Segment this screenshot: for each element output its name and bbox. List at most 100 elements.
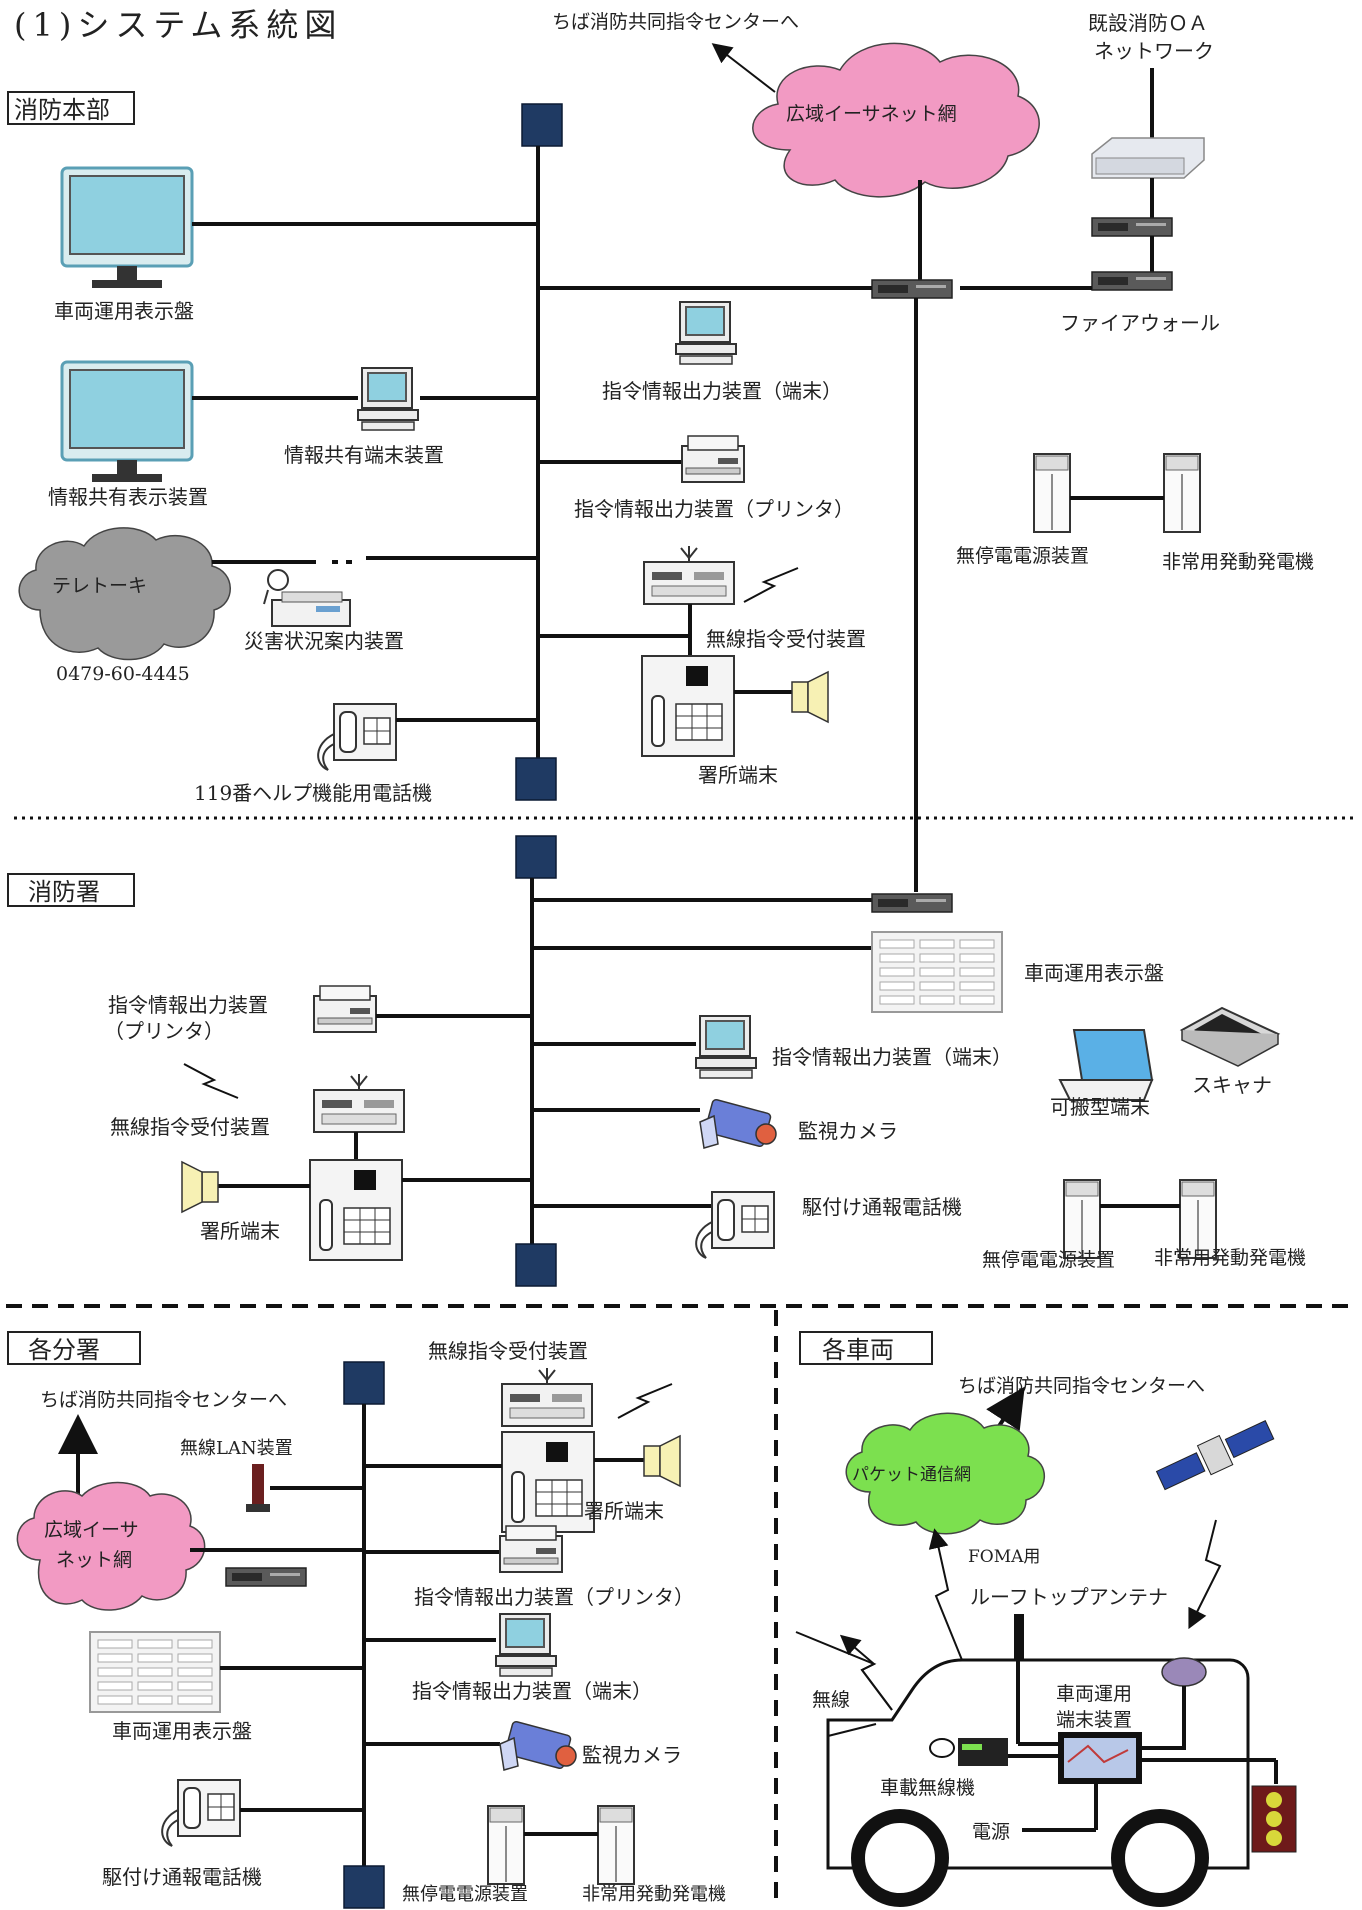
car-radio-label: 車載無線機 — [880, 1777, 975, 1799]
branch-ups-icon — [487, 1805, 525, 1885]
vehicle-terminal-icon — [1058, 1732, 1142, 1784]
disaster-guide-label: 災害状況案内装置 — [244, 629, 404, 653]
branch-backbone-top-node — [343, 1361, 385, 1405]
station-vehicle-display-label: 車両運用表示盤 — [1024, 961, 1164, 985]
branch-speaker-icon — [643, 1435, 681, 1487]
info-share-display-label: 情報共有表示装置 — [48, 485, 208, 509]
hq-order-printer-icon — [681, 435, 745, 483]
branch-camera-label: 監視カメラ — [582, 1743, 682, 1767]
section-label-hq: 消防本部 — [14, 96, 110, 124]
branch-order-printer-label: 指令情報出力装置（プリンタ） — [414, 1585, 694, 1609]
station-radio-receiver-icon — [313, 1073, 405, 1133]
branch-vehicle-display-icon — [89, 1631, 221, 1713]
hq-ups-label: 無停電電源装置 — [956, 545, 1089, 567]
station-ups-icon — [1063, 1179, 1101, 1259]
station-terminal-label: 署所端末 — [200, 1219, 280, 1243]
station-rush-phone-label: 駆付け通報電話機 — [802, 1195, 962, 1219]
foma-label: FOMA用 — [968, 1547, 1040, 1567]
station-backbone-bottom-node — [515, 1243, 557, 1287]
hq-ups-icon — [1033, 453, 1071, 533]
hq-core-switch-icon — [871, 279, 953, 299]
teletalk-cloud — [18, 527, 231, 661]
hq-generator-label: 非常用発動発電機 — [1162, 551, 1314, 573]
to-center-arrow — [711, 43, 776, 93]
hq-order-terminal-label: 指令情報出力装置（端末） — [602, 379, 842, 403]
branch-backbone-bottom-node — [343, 1865, 385, 1909]
branch-vehicle-display-label: 車両運用表示盤 — [112, 1719, 252, 1743]
branch-rush-phone-icon — [161, 1779, 241, 1847]
wireless-label: 無線 — [812, 1689, 850, 1711]
roof-antenna-label: ルーフトップアンテナ — [970, 1585, 1168, 1609]
branch-order-printer-icon — [499, 1525, 563, 1573]
wireless-lan-label: 無線LAN装置 — [180, 1438, 293, 1459]
branch-station-terminal-icon — [501, 1431, 595, 1533]
info-share-terminal-label: 情報共有端末装置 — [284, 443, 444, 467]
station-order-terminal-icon — [695, 1015, 757, 1079]
phone-number-label: 0479-60-4445 — [56, 663, 190, 685]
hq-order-printer-label: 指令情報出力装置（プリンタ） — [574, 497, 854, 521]
oa-network-label-2: ネットワーク — [1094, 39, 1214, 63]
station-camera-label: 監視カメラ — [798, 1119, 898, 1143]
portable-terminal-icon — [1058, 1029, 1154, 1101]
branch-router-icon — [225, 1567, 307, 1587]
teletalk-label: テレトーキ — [52, 575, 147, 597]
hq-generator-icon — [1163, 453, 1201, 533]
satellite-link — [1188, 1519, 1222, 1630]
station-rush-phone-icon — [695, 1191, 775, 1259]
disaster-guide-icon — [263, 569, 351, 627]
branch-radio-receiver-label: 無線指令受付装置 — [428, 1339, 588, 1363]
station-generator-label: 非常用発動発電機 — [1154, 1247, 1306, 1269]
satellite-icon — [1155, 1420, 1275, 1491]
hq-radio-receiver-label: 無線指令受付装置 — [706, 627, 866, 651]
station-order-printer-label-2: （プリンタ） — [104, 1019, 224, 1043]
info-share-display-icon — [60, 360, 194, 484]
station-camera-icon — [699, 1098, 777, 1149]
branch-radio-bolt-icon — [617, 1383, 673, 1419]
station-order-terminal-label: 指令情報出力装置（端末） — [772, 1045, 1012, 1069]
branch-generator-icon — [597, 1805, 635, 1885]
vehicle-rear-wheel — [1111, 1809, 1209, 1907]
hq-vehicle-display-icon — [60, 166, 194, 290]
roof-antenna-icon — [1014, 1614, 1024, 1660]
wan-cloud — [752, 42, 1040, 198]
vehicle-terminal-label-1: 車両運用 — [1056, 1683, 1132, 1705]
branch-camera-icon — [499, 1720, 577, 1771]
info-share-terminal-icon — [357, 367, 419, 431]
oa-network-label-1: 既設消防ＯＡ — [1088, 11, 1208, 35]
wireless-lan-icon — [246, 1464, 270, 1512]
hq-vehicle-display-label: 車両運用表示盤 — [54, 299, 194, 323]
hq-backbone-top-node — [521, 103, 563, 147]
portable-terminal-label: 可搬型端末 — [1050, 1095, 1150, 1119]
to-center-label: ちば消防共同指令センターへ — [552, 11, 799, 33]
station-speaker-icon — [181, 1161, 219, 1213]
vehicle-terminal-label-2: 端末装置 — [1056, 1709, 1132, 1731]
branch-order-terminal-label: 指令情報出力装置（端末） — [412, 1679, 652, 1703]
vehicle-to-center-label: ちば消防共同指令センターへ — [958, 1375, 1205, 1397]
branch-wan-label-2: ネット網 — [56, 1549, 132, 1571]
scanner-label: スキャナ — [1192, 1073, 1272, 1097]
wan-label: 広域イーサネット網 — [786, 103, 957, 125]
packet-cloud — [845, 1412, 1046, 1535]
hq-radio-receiver-icon — [643, 545, 735, 605]
vehicle-front-wheel — [851, 1809, 949, 1907]
station-ups-label: 無停電電源装置 — [982, 1249, 1115, 1271]
oa-router-icon — [1091, 217, 1173, 237]
hq-radio-bolt-icon — [743, 567, 799, 603]
car-radio-icon — [929, 1738, 1008, 1766]
branch-order-terminal-icon — [495, 1613, 557, 1677]
hq-speaker-icon — [791, 671, 829, 723]
station-switch-icon — [871, 893, 953, 913]
gps-antenna-icon — [1161, 1657, 1207, 1687]
scanner-icon — [1179, 1006, 1281, 1067]
hq-station-terminal-icon — [641, 655, 735, 757]
station-radio-receiver-label: 無線指令受付装置 — [110, 1115, 270, 1139]
section-label-station: 消防署 — [28, 878, 100, 906]
station-terminal-icon — [309, 1159, 403, 1261]
help-phone-label: 119番ヘルプ機能用電話機 — [194, 781, 432, 805]
section-label-branch: 各分署 — [28, 1336, 100, 1364]
firewall-icon — [1091, 271, 1173, 291]
station-radio-bolt-icon — [183, 1063, 239, 1099]
branch-wan-label-1: 広域イーサ — [44, 1519, 139, 1541]
branch-ups-label: 無停電電源装置 — [402, 1884, 528, 1905]
